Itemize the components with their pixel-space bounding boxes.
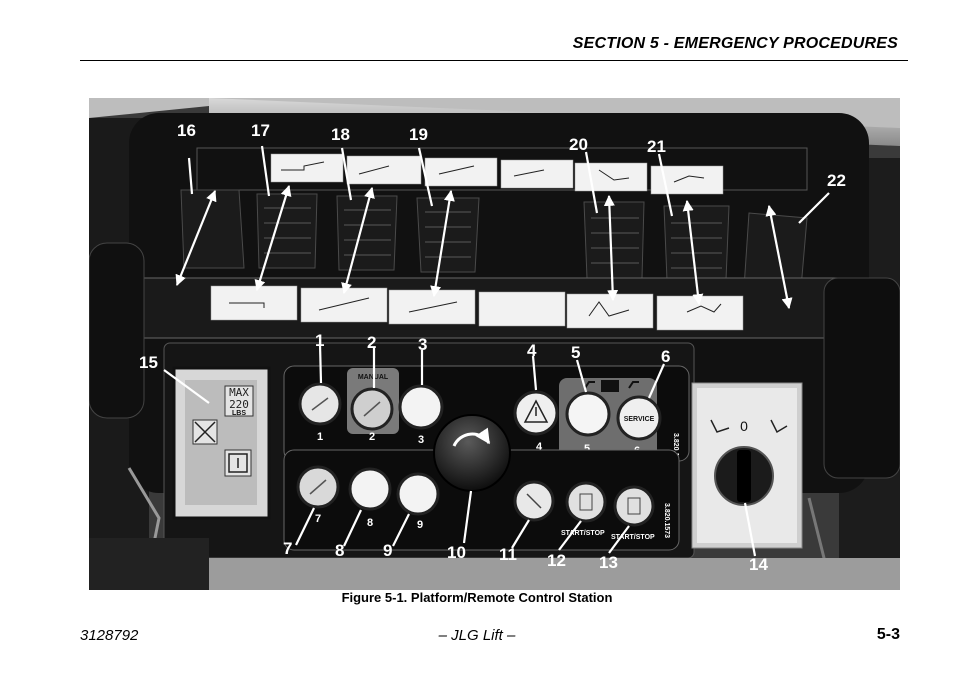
emergency-stop-knob[interactable] <box>433 414 511 492</box>
callout-18: 18 <box>331 125 350 144</box>
section-title: SECTION 5 - EMERGENCY PROCEDURES <box>572 35 898 52</box>
part-number-top: 3.820.1572 <box>672 433 679 468</box>
button-4[interactable] <box>513 390 559 436</box>
document-number: 3128792 <box>80 627 139 644</box>
callout-22: 22 <box>827 171 846 190</box>
button-7-number: 7 <box>315 513 321 525</box>
button-12[interactable] <box>565 481 607 523</box>
button-7[interactable] <box>296 465 340 509</box>
figure-caption: Figure 5-1. Platform/Remote Control Stat… <box>341 590 613 605</box>
callout-17: 17 <box>251 121 270 140</box>
callout-20: 20 <box>569 135 588 154</box>
callout-11: 11 <box>499 545 517 564</box>
callout-2: 2 <box>367 333 376 352</box>
button-5-number: 5 <box>584 443 590 455</box>
key-switch-center-label: 0 <box>740 418 748 434</box>
button-3-number: 3 <box>418 434 424 446</box>
control-station-photo: MAX 220 LBS MANUAL SERVICE <box>89 98 900 590</box>
button-6[interactable]: SERVICE <box>616 395 662 441</box>
button-8-number: 8 <box>367 517 373 529</box>
callout-8: 8 <box>335 541 344 560</box>
service-label: SERVICE <box>624 416 655 423</box>
display-weight-text: 220 <box>229 398 249 411</box>
page-number: 5-3 <box>876 626 900 643</box>
callout-12: 12 <box>547 551 566 570</box>
button-9-number: 9 <box>417 519 423 531</box>
button-8[interactable] <box>348 467 392 511</box>
callout-6: 6 <box>661 347 670 366</box>
callout-14: 14 <box>749 555 768 574</box>
callout-3: 3 <box>418 335 427 354</box>
callout-13: 13 <box>599 553 618 572</box>
button-5[interactable] <box>565 391 611 437</box>
callout-19: 19 <box>409 125 428 144</box>
button-4-number: 4 <box>536 441 543 453</box>
part-number-bottom: 3.820.1573 <box>663 503 670 538</box>
button-2-number: 2 <box>369 431 375 443</box>
callout-16: 16 <box>177 121 196 140</box>
display-max-text: MAX <box>229 386 249 399</box>
key-switch[interactable] <box>714 446 774 506</box>
button-1-number: 1 <box>317 431 323 443</box>
header-rule <box>80 60 908 61</box>
footer-publisher: – JLG Lift – <box>438 627 516 644</box>
button-11[interactable] <box>513 480 555 522</box>
callout-5: 5 <box>571 343 580 362</box>
callout-4: 4 <box>527 341 537 360</box>
display-unit-text: LBS <box>232 410 246 417</box>
callout-10: 10 <box>447 543 466 562</box>
callout-15: 15 <box>139 353 158 372</box>
button-13[interactable] <box>613 485 655 527</box>
callout-21: 21 <box>647 137 666 156</box>
button-2[interactable] <box>350 387 394 431</box>
callout-9: 9 <box>383 541 392 560</box>
callout-1: 1 <box>315 331 324 350</box>
callout-7: 7 <box>283 539 292 558</box>
start-stop-label-13: START/STOP <box>611 534 655 541</box>
button-9[interactable] <box>396 472 440 516</box>
start-stop-label-12: START/STOP <box>561 530 605 537</box>
button-1[interactable] <box>298 382 342 426</box>
button-3[interactable] <box>398 384 444 430</box>
